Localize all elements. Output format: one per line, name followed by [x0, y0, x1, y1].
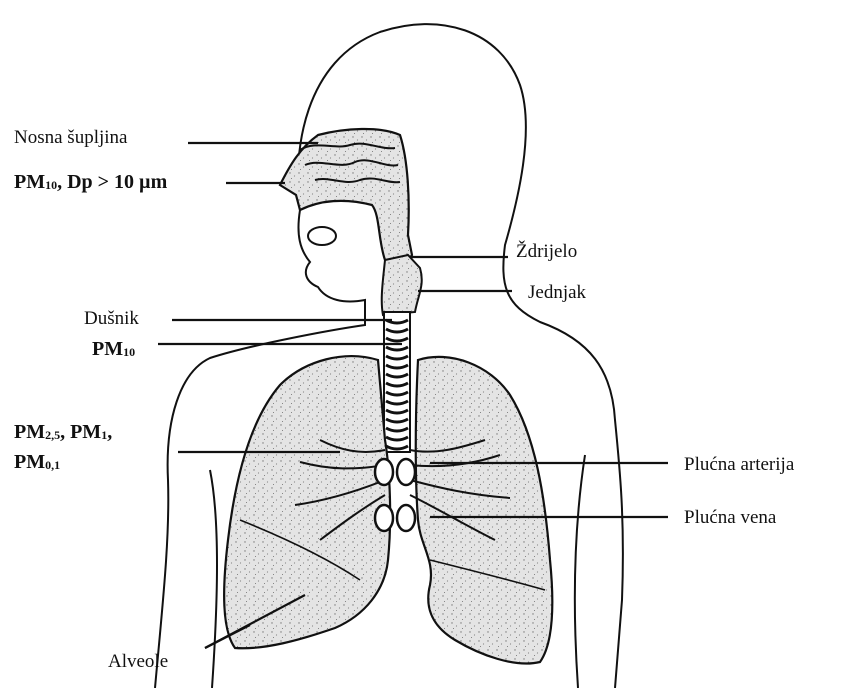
pm-text: PM: [14, 421, 45, 443]
label-alveoli: Alveole: [108, 652, 168, 671]
pm-subscript: 0,1: [45, 458, 60, 472]
pharynx-esophagus: [382, 255, 422, 315]
label-esophagus: Jednjak: [528, 283, 586, 302]
pm-subscript: 2,5: [45, 428, 60, 442]
pm-text: PM: [14, 451, 45, 473]
pm-subscript: 10: [123, 345, 135, 359]
right-arm-line: [575, 455, 585, 688]
trachea: [384, 312, 410, 452]
pm-text: PM: [14, 171, 45, 193]
label-pulmonary-artery: Plućna arterija: [684, 455, 794, 474]
right-lung: [416, 357, 553, 664]
label-pm10-coarse: PM10, Dp > 10 µm: [14, 172, 167, 192]
left-arm-line: [210, 470, 217, 688]
pm-text: PM: [92, 338, 123, 360]
mouth-tongue: [308, 227, 336, 245]
pm-size-text: , Dp > 10 µm: [57, 171, 167, 193]
pm-subscript: 10: [45, 178, 57, 192]
pm-text: ,: [107, 421, 112, 443]
label-pulmonary-vein: Plućna vena: [684, 508, 776, 527]
label-pm-fine-line1: PM2,5, PM1,: [14, 422, 112, 442]
pm-text: , PM: [60, 421, 101, 443]
label-pm-fine-line2: PM0,1: [14, 452, 60, 472]
label-trachea: Dušnik: [84, 309, 139, 328]
label-nasal-cavity: Nosna šupljina: [14, 128, 127, 147]
label-pm10-trachea: PM10: [92, 339, 135, 359]
label-pharynx: Ždrijelo: [516, 242, 577, 261]
